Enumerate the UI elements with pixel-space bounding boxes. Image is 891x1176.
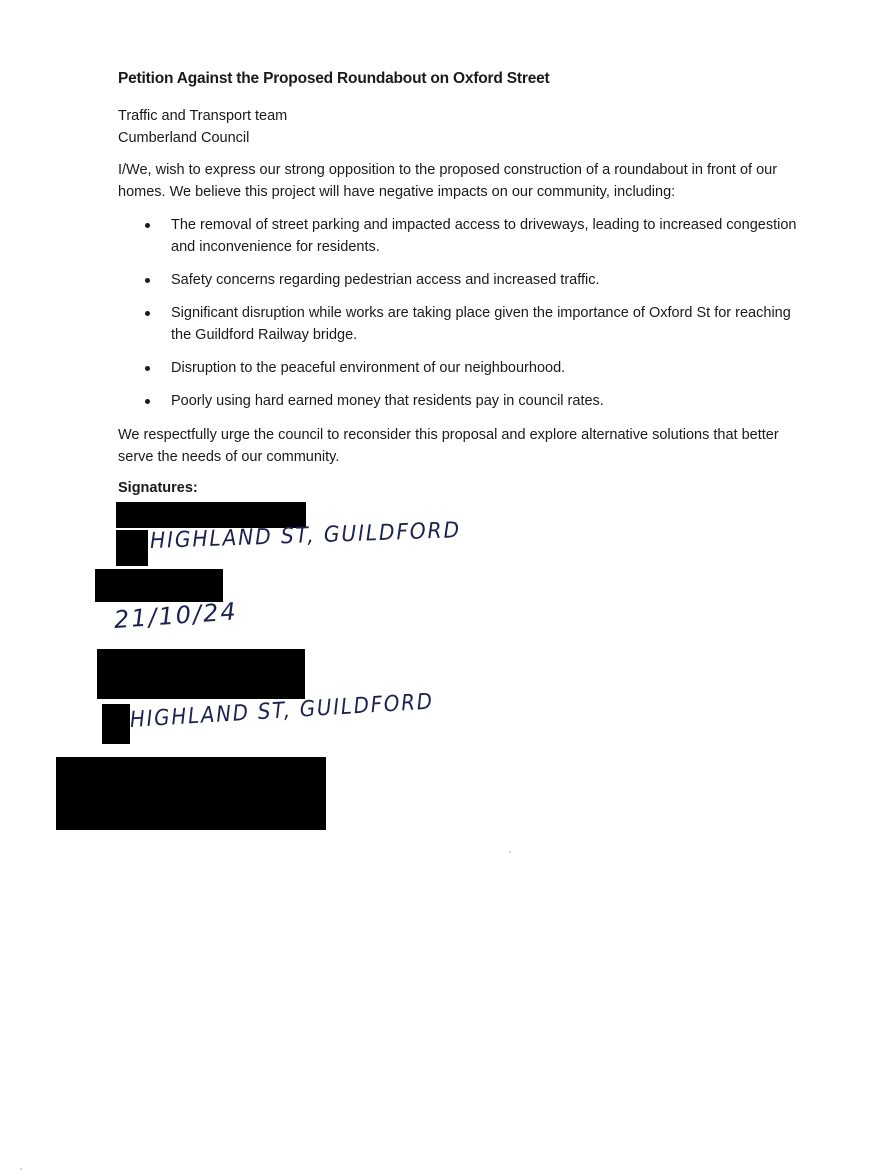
redaction-house-number-1 xyxy=(116,530,148,566)
list-item-text: The removal of street parking and impact… xyxy=(171,217,797,255)
list-item: The removal of street parking and impact… xyxy=(118,214,798,258)
bullet-icon xyxy=(145,399,150,404)
recipient-council: Cumberland Council xyxy=(118,130,250,146)
list-item: Disruption to the peaceful environment o… xyxy=(118,357,798,379)
handwritten-date: 21/10/24 xyxy=(113,597,239,634)
bullet-icon xyxy=(145,278,150,283)
redaction-name-2 xyxy=(97,649,305,699)
list-item: Safety concerns regarding pedestrian acc… xyxy=(118,269,798,291)
bullet-icon xyxy=(145,223,150,228)
redaction-house-number-2 xyxy=(102,704,130,744)
bullet-icon xyxy=(145,366,150,371)
list-item: Poorly using hard earned money that resi… xyxy=(118,390,798,412)
closing-paragraph: We respectfully urge the council to reco… xyxy=(118,427,779,465)
recipient-team: Traffic and Transport team xyxy=(118,108,288,124)
list-item: Significant disruption while works are t… xyxy=(118,302,798,346)
intro-paragraph: I/We, wish to express our strong opposit… xyxy=(118,162,778,200)
recipient-block: Traffic and Transport team Cumberland Co… xyxy=(118,105,287,149)
scan-speck xyxy=(20,1168,22,1170)
redaction-name-1 xyxy=(116,502,306,528)
list-item-text: Disruption to the peaceful environment o… xyxy=(171,360,566,376)
concerns-list: The removal of street parking and impact… xyxy=(118,214,798,423)
list-item-text: Poorly using hard earned money that resi… xyxy=(171,393,604,409)
scan-speck xyxy=(509,851,511,853)
page-title: Petition Against the Proposed Roundabout… xyxy=(118,70,550,87)
bullet-icon xyxy=(145,311,150,316)
list-item-text: Significant disruption while works are t… xyxy=(171,305,791,343)
list-item-text: Safety concerns regarding pedestrian acc… xyxy=(171,272,600,288)
redaction-signature-1 xyxy=(95,569,223,602)
signatures-label: Signatures: xyxy=(118,480,198,496)
redaction-signature-2 xyxy=(56,757,326,830)
